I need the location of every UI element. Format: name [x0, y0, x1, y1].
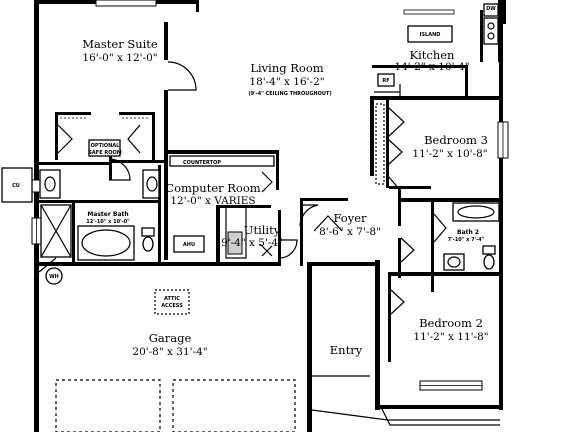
utility-name: Utility — [244, 223, 281, 237]
safe-room-label-2: SAFE ROOM — [88, 150, 121, 156]
attic-label-2: ACCESS — [161, 303, 183, 309]
garage-dims: 20'-8" x 31'-4" — [132, 346, 207, 358]
fixture-labels: ISLAND DW RF OPTIONAL SAFE ROOM COUNTERT… — [12, 6, 496, 309]
master-bath-name: Master Bath — [87, 211, 128, 218]
foyer-name: Foyer — [333, 211, 367, 225]
computer-room-dims: 12'-0" x VARIES — [170, 195, 255, 207]
room-labels: Master Suite 16'-0" x 12'-0" Living Room… — [82, 37, 488, 358]
entry-name: Entry — [330, 343, 363, 357]
interior-walls — [39, 10, 503, 362]
bedroom3-dims: 11'-2" x 10'-8" — [412, 148, 487, 160]
bedroom2-name: Bedroom 2 — [419, 316, 483, 330]
dw-label: DW — [486, 6, 496, 12]
attic-label-1: ATTIC — [164, 296, 180, 302]
safe-room-label-1: OPTIONAL — [91, 143, 120, 149]
master-bath-dims: 12'-10" x 10'-0" — [86, 219, 130, 225]
foyer-dims: 8'-6" x 7'-8" — [319, 226, 381, 238]
computer-room-name: Computer Room — [165, 181, 260, 195]
bedroom2-dims: 11'-2" x 11'-8" — [413, 331, 488, 343]
garage-name: Garage — [149, 331, 192, 345]
bedroom3-name: Bedroom 3 — [424, 133, 488, 147]
island-label: ISLAND — [420, 32, 441, 38]
wh-label: WH — [49, 274, 59, 280]
master-suite-name: Master Suite — [82, 37, 158, 51]
bath2-name: Bath 2 — [457, 229, 479, 236]
windows — [31, 0, 509, 391]
bath2-dims: 7'-10" x 7'-4" — [448, 237, 485, 243]
countertop-label: COUNTERTOP — [183, 160, 221, 166]
kitchen-name: Kitchen — [410, 48, 456, 62]
living-room-note: (9'-4" CEILING THROUGHOUT) — [248, 91, 331, 97]
fixtures — [1, 3, 500, 432]
living-room-name: Living Room — [250, 61, 323, 75]
cu-label: CU — [12, 183, 20, 189]
doors — [38, 61, 447, 315]
utility-dims: 9'-4" x 5'-4" — [221, 237, 283, 249]
living-room-dims: 18'-4" x 16'-2" — [249, 76, 324, 88]
master-suite-dims: 16'-0" x 12'-0" — [82, 52, 157, 64]
kitchen-dims: 14'-2" x 10'-4" — [394, 61, 469, 73]
ahu-label: AHU — [183, 242, 195, 248]
rf-label: RF — [382, 78, 389, 84]
